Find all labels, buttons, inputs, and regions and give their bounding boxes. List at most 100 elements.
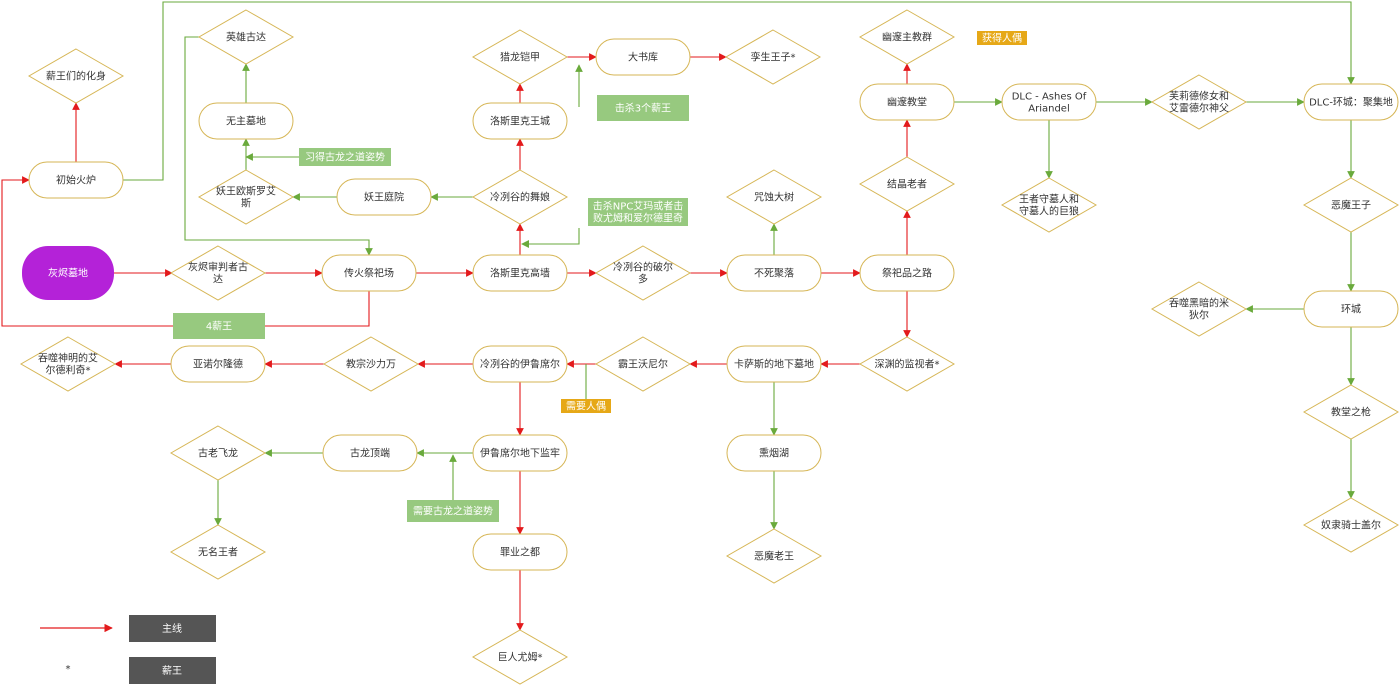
node-label: 深渊的监视者* bbox=[875, 358, 940, 371]
main-route-arrow bbox=[1, 176, 370, 327]
node-cursetree: 咒蚀大树 bbox=[725, 169, 823, 225]
node-label: 伊鲁席尔地下监牢 bbox=[480, 447, 560, 460]
node-demonp: 恶魔王子 bbox=[1302, 177, 1400, 233]
node-firelink: 初始火炉 bbox=[28, 161, 124, 199]
node-label: 古老飞龙 bbox=[198, 447, 238, 460]
node-label: 灰烬墓地 bbox=[48, 267, 88, 280]
node-nameless: 无名王者 bbox=[169, 524, 267, 580]
node-dungeon: 伊鲁席尔地下监牢 bbox=[472, 434, 568, 472]
note-box bbox=[299, 148, 391, 166]
decision-diamond bbox=[1000, 177, 1098, 233]
node-library: 大书库 bbox=[595, 38, 691, 76]
decision-diamond bbox=[1302, 497, 1400, 553]
node-label: 大书库 bbox=[628, 51, 658, 64]
node-label: 冷冽谷的舞娘 bbox=[490, 191, 550, 204]
node-label: 幽邃教堂 bbox=[887, 96, 927, 109]
node-label: 冷冽谷的破尔多 bbox=[613, 261, 673, 286]
node-vordt: 冷冽谷的破尔多 bbox=[594, 245, 692, 301]
node-label: 祭祀品之路 bbox=[882, 267, 932, 280]
node-wolnir: 霸王沃尼尔 bbox=[594, 336, 692, 392]
node-smoulder: 熏烟湖 bbox=[726, 434, 822, 472]
note-n_kill3: 击杀3个薪王 bbox=[597, 95, 689, 121]
rounded-box bbox=[28, 161, 124, 199]
node-aldrich: 吞噬神明的艾尔德利奇* bbox=[19, 336, 117, 392]
node-judge: 灰烬审判者古达 bbox=[169, 245, 267, 301]
node-label: 吞噬神明的艾尔德利奇* bbox=[38, 352, 98, 377]
node-label: 霸王沃尼尔 bbox=[618, 358, 668, 371]
decision-diamond bbox=[169, 425, 267, 481]
note-n_need_doll: 需要人偶 bbox=[561, 399, 611, 413]
node-anor: 亚诺尔隆德 bbox=[170, 345, 266, 383]
node-label: 传火祭祀场 bbox=[344, 267, 394, 280]
node-label: 妖王庭院 bbox=[364, 191, 404, 204]
node-abyss: 深渊的监视者* bbox=[858, 336, 956, 392]
node-label: 妖王欧斯罗艾斯 bbox=[216, 185, 276, 210]
node-soul: 薪王们的化身 bbox=[27, 48, 125, 104]
decision-diamond bbox=[725, 169, 823, 225]
rounded-box bbox=[321, 254, 417, 292]
node-label: 咒蚀大树 bbox=[754, 191, 794, 204]
side-route-arrow bbox=[123, 1, 1355, 181]
note-box bbox=[588, 198, 688, 226]
decision-diamond bbox=[169, 245, 267, 301]
note-connector bbox=[521, 228, 580, 248]
node-ringed: 环城 bbox=[1303, 290, 1399, 328]
decision-diamond bbox=[594, 336, 692, 392]
rounded-box bbox=[472, 254, 568, 292]
node-grave: 王者守墓人和守墓人的巨狼 bbox=[1000, 177, 1098, 233]
nodes-layer: 灰烬墓地 灰烬审判者古达 传火祭祀场 洛斯里克高墙 冷冽谷的破尔多 不死聚落 咒蚀大树祭祀品… bbox=[19, 9, 1400, 685]
rounded-box bbox=[1303, 290, 1399, 328]
node-ancient: 古老飞龙 bbox=[169, 425, 267, 481]
node-label: 教堂之枪 bbox=[1331, 406, 1371, 419]
node-label: 洛斯里克高墙 bbox=[490, 267, 550, 280]
decision-diamond bbox=[1302, 177, 1400, 233]
note-box bbox=[407, 500, 499, 522]
note-box bbox=[561, 399, 611, 413]
node-untended: 无主墓地 bbox=[198, 102, 294, 140]
decision-diamond bbox=[725, 528, 823, 584]
decision-diamond bbox=[471, 29, 569, 85]
node-garden: 妖王庭院 bbox=[336, 178, 432, 216]
decision-diamond bbox=[197, 9, 295, 65]
node-label: 亚诺尔隆德 bbox=[193, 358, 243, 371]
node-label: 熏烟湖 bbox=[759, 447, 789, 460]
rounded-box bbox=[726, 345, 822, 383]
decision-diamond bbox=[858, 9, 956, 65]
rounded-box bbox=[595, 38, 691, 76]
note-label: 4薪王 bbox=[206, 321, 232, 333]
node-label: 环城 bbox=[1341, 304, 1361, 316]
legend-main-box bbox=[129, 615, 216, 642]
node-spear: 教堂之枪 bbox=[1302, 384, 1400, 440]
node-label: 薪王们的化身 bbox=[46, 70, 106, 83]
legend-star-symbol: * bbox=[66, 664, 71, 675]
legend-main-label: 主线 bbox=[162, 622, 182, 635]
decision-diamond bbox=[322, 336, 420, 392]
node-label: 卡萨斯的地下墓地 bbox=[734, 358, 814, 371]
node-label: 巨人尤姆* bbox=[498, 651, 543, 664]
node-undead: 不死聚落 bbox=[726, 254, 822, 292]
decision-diamond bbox=[1302, 384, 1400, 440]
legend-star-box bbox=[129, 657, 216, 684]
node-label: 恶魔王子 bbox=[1331, 199, 1371, 212]
node-dancer: 冷冽谷的舞娘 bbox=[471, 169, 569, 225]
node-crystal: 结晶老者 bbox=[858, 156, 956, 212]
rounded-box bbox=[859, 83, 955, 121]
rounded-box bbox=[336, 178, 432, 216]
legend-star-label: 薪王 bbox=[162, 665, 182, 677]
node-label: 孪生王子* bbox=[751, 51, 796, 64]
decision-diamond bbox=[858, 336, 956, 392]
rounded-box bbox=[170, 345, 266, 383]
node-hwall: 洛斯里克高墙 bbox=[472, 254, 568, 292]
node-label: 恶魔老王 bbox=[754, 550, 794, 563]
note-label: 击杀NPC艾玛或者击败尤姆和爱尔德里奇 bbox=[593, 200, 684, 225]
node-label: 英雄古达 bbox=[226, 31, 266, 44]
legend: 主线 * 薪王 bbox=[40, 615, 216, 684]
note-box bbox=[597, 95, 689, 121]
node-label: 罪业之都 bbox=[500, 546, 540, 559]
node-label: 古龙顶端 bbox=[350, 447, 390, 460]
rounded-box bbox=[472, 102, 568, 140]
node-demonk: 恶魔老王 bbox=[725, 528, 823, 584]
node-label: 幽邃主教群 bbox=[882, 31, 932, 44]
node-armour: 猎龙铠甲 bbox=[471, 29, 569, 85]
